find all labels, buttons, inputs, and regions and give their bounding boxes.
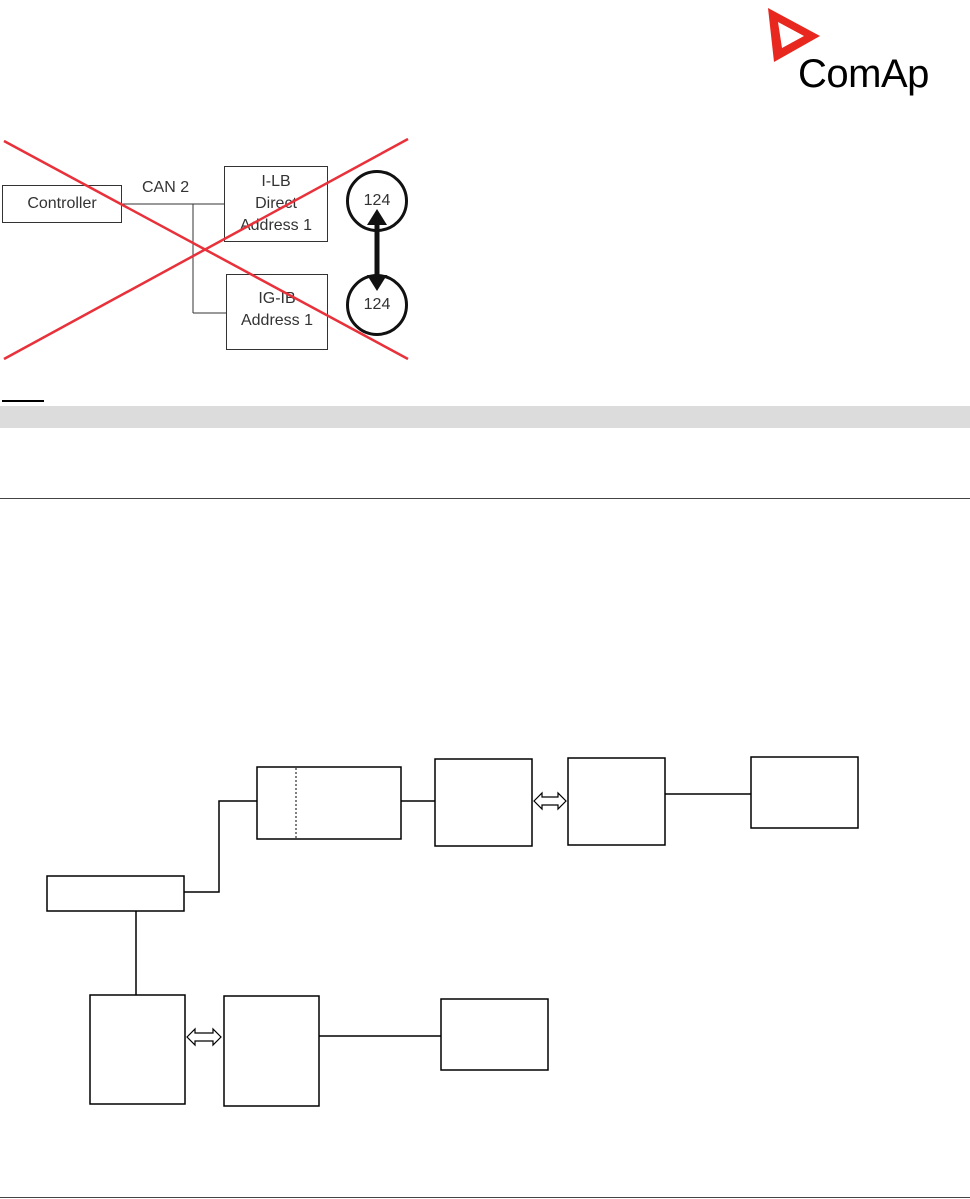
block-top-remote: [750, 756, 859, 829]
block-bottom-remote: [440, 998, 549, 1071]
comap-logo: ComAp: [762, 6, 952, 98]
address-circle-bottom-label: 124: [363, 296, 391, 313]
crossed-out-diagram: Controller CAN 2 I-LB Direct Address 1 I…: [0, 137, 412, 363]
footer-divider: [0, 1197, 970, 1198]
address-circle-bottom: 124: [346, 274, 408, 336]
note-underline: [2, 400, 44, 402]
block-top-converter-b: [567, 757, 666, 846]
block-top-converter-a: [434, 758, 533, 847]
block-diagram: [46, 756, 859, 1107]
ilb-line-1: I-LB: [261, 173, 291, 190]
block-bottom-converter-b: [223, 995, 320, 1107]
igib-line-2: Address 1: [240, 312, 314, 329]
controller-label: Controller: [27, 195, 97, 212]
section-divider: [0, 498, 970, 499]
address-circle-top-label: 124: [363, 192, 391, 209]
ilb-line-2: Direct: [255, 195, 297, 212]
double-arrow-icon: [186, 1027, 222, 1047]
can2-label: CAN 2: [142, 179, 190, 196]
red-cross-mark: [3, 137, 409, 361]
block-top-module: [256, 766, 402, 840]
controller-box: Controller: [2, 185, 122, 223]
gray-band: [0, 406, 970, 428]
block-bottom-converter-a: [89, 994, 186, 1105]
double-arrow-icon: [533, 791, 567, 811]
block-left-main: [46, 875, 185, 912]
link-main-to-top-module: [184, 800, 257, 893]
logo-wordmark: ComAp: [798, 52, 929, 96]
comap-mark-icon: [768, 8, 820, 62]
address-circle-top: 124: [346, 170, 408, 232]
